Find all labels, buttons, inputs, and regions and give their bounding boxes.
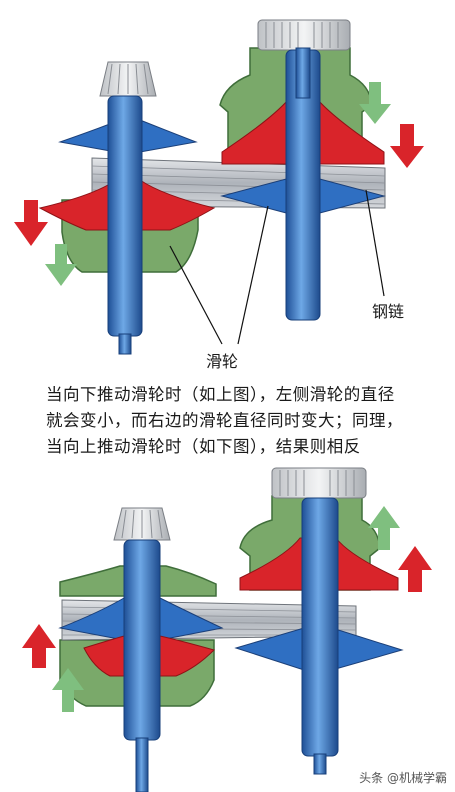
right-shaft-cap-bottom: [271, 467, 367, 499]
caption-text: 当向下推动滑轮时（如上图），左侧滑轮的直径 就会变小，而右边的滑轮直径同时变大；…: [46, 382, 446, 460]
bottom-diagram: [22, 467, 432, 792]
right-shaft-bottom: [301, 497, 339, 757]
chain-leader-line: [365, 189, 385, 297]
caption-line-2: 就会变小，而右边的滑轮直径同时变大；同理，: [46, 411, 403, 430]
watermark: 头条 @机械学霸: [359, 771, 447, 785]
arrow-red-down-right: [390, 124, 424, 168]
caption-line-1: 当向下推动滑轮时（如上图），左侧滑轮的直径: [46, 385, 395, 404]
arrow-green-down-left: [45, 244, 77, 286]
left-shaft-bottom: [123, 539, 161, 741]
arrow-red-down-left: [14, 200, 48, 246]
top-diagram: [14, 19, 424, 355]
arrow-red-up-right: [398, 546, 432, 592]
arrow-green-down-upper-right: [359, 82, 391, 124]
arrow-red-up-left: [22, 624, 56, 668]
arrow-green-up-upper-right: [368, 506, 400, 550]
arrow-green-up-left: [52, 668, 84, 712]
chain-label: 钢链: [372, 302, 405, 321]
right-shaft-cap-top: [257, 19, 351, 51]
left-shaft-top: [107, 95, 143, 337]
pulley-leader-line-left: [169, 245, 223, 345]
caption-line-3: 当向上推动滑轮时（如下图），结果则相反: [46, 437, 361, 456]
pulley-leader-line-right: [237, 205, 269, 345]
pulley-label: 滑轮: [206, 352, 239, 371]
